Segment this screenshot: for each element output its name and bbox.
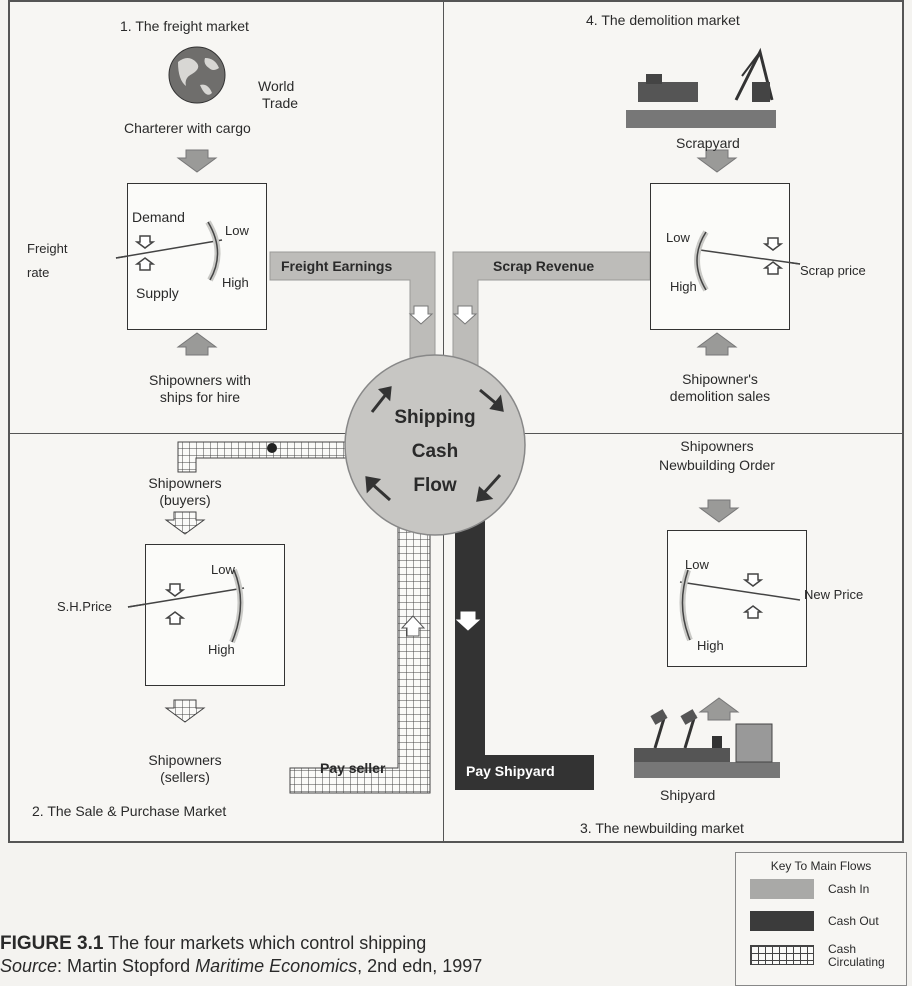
circulating-arrows-icon xyxy=(365,386,504,502)
figure-number: FIGURE 3.1 xyxy=(0,933,104,954)
demolition-top-arrow-icon xyxy=(696,149,738,173)
demolition-market-panel xyxy=(650,183,790,330)
pay-seller-label: Pay seller xyxy=(320,760,386,776)
new-price-label: New Price xyxy=(804,587,864,602)
scrapyard-label: Scrapyard xyxy=(676,135,740,151)
newbuilding-market-title: 3. The newbuilding market xyxy=(580,820,744,836)
world-trade-label-line2: Trade xyxy=(262,95,299,111)
key-label-cash-in: Cash In xyxy=(828,882,870,896)
flow-key: Key To Main Flows Cash In Cash Out Cash … xyxy=(735,852,907,986)
buyers-label-line2: (buyers) xyxy=(159,492,211,508)
freight-bottom-arrow-icon xyxy=(176,332,218,356)
center-label-shipping: Shipping xyxy=(394,407,476,428)
demolition-bottom-arrow-icon xyxy=(696,332,738,356)
caption-line1: FIGURE 3.1 The four markets which contro… xyxy=(0,930,482,957)
shipowners-hire-line1: Shipowners with xyxy=(149,372,251,388)
world-globe-icon xyxy=(168,46,226,104)
scrap-revenue-label: Scrap Revenue xyxy=(493,258,595,274)
center-label-flow: Flow xyxy=(413,475,457,496)
center-label-cash: Cash xyxy=(411,441,459,462)
sellers-label-line1: Shipowners xyxy=(148,752,222,768)
buyers-label-line1: Shipowners xyxy=(148,475,222,491)
scrapyard-icon xyxy=(626,47,776,128)
world-trade-label-line1: World xyxy=(258,78,295,94)
scrap-price-label: Scrap price xyxy=(800,263,866,278)
key-swatch-cash-out xyxy=(750,911,814,931)
freight-market-title: 1. The freight market xyxy=(120,18,249,34)
key-title: Key To Main Flows xyxy=(770,859,872,873)
newbuilding-market-panel xyxy=(667,530,807,667)
demolition-high-label: High xyxy=(670,279,697,294)
newbuilding-low-label: Low xyxy=(685,557,709,572)
pay-seller-up-arrow-icon xyxy=(400,615,426,637)
figure-caption: FIGURE 3.1 The four markets which contro… xyxy=(0,930,482,979)
shipyard-label: Shipyard xyxy=(660,787,716,803)
freight-low-label: Low xyxy=(225,223,249,238)
freight-market-panel xyxy=(127,183,267,330)
supply-label: Supply xyxy=(136,285,179,301)
shipowners-hire-line2: ships for hire xyxy=(159,389,241,405)
newbuilding-order-line2: Newbuilding Order xyxy=(659,457,775,473)
newbuilding-bottom-arrow-icon xyxy=(698,697,740,721)
newbuilding-high-label: High xyxy=(697,638,724,653)
demolition-sales-line1: Shipowner's xyxy=(682,371,758,387)
demolition-market-title: 4. The demolition market xyxy=(586,12,740,28)
newbuilding-top-arrow-icon xyxy=(698,499,740,523)
newbuilding-order-line1: Shipowners xyxy=(680,438,754,454)
freight-earnings-label: Freight Earnings xyxy=(281,258,393,274)
sale-top-arrow-icon xyxy=(164,511,206,535)
shipyard-icon xyxy=(634,709,780,778)
key-label-cash-out: Cash Out xyxy=(828,914,879,928)
sale-market-title: 2. The Sale & Purchase Market xyxy=(32,803,227,819)
sellers-label-line2: (sellers) xyxy=(160,769,210,785)
pay-shipyard-down-arrow-icon xyxy=(455,611,481,631)
freight-rate-label-line1: Freight xyxy=(27,241,68,256)
demolition-sales-line2: demolition sales xyxy=(669,388,771,404)
freight-high-label: High xyxy=(222,275,249,290)
sale-high-label: High xyxy=(208,642,235,657)
demolition-low-label: Low xyxy=(666,230,690,245)
sale-low-label: Low xyxy=(211,562,235,577)
cash-out-band xyxy=(455,505,594,790)
demand-label: Demand xyxy=(132,209,185,225)
charterer-label: Charterer with cargo xyxy=(124,120,251,136)
key-label-cash-circulating: Cash Circulating xyxy=(828,942,885,969)
caption-source: Source: Martin Stopford Maritime Economi… xyxy=(0,956,483,976)
freight-top-arrow-icon xyxy=(176,149,218,173)
pay-shipyard-label: Pay Shipyard xyxy=(466,763,555,779)
sh-price-label: S.H.Price xyxy=(57,599,112,614)
freight-down-arrow-icon xyxy=(408,305,434,325)
sale-bottom-arrow-icon xyxy=(164,699,206,723)
scrap-down-arrow-icon xyxy=(452,305,478,325)
key-swatch-cash-circulating xyxy=(750,945,814,965)
sale-market-panel xyxy=(145,544,285,686)
figure-title: The four markets which control shipping xyxy=(108,933,427,953)
key-swatch-cash-in xyxy=(750,879,814,899)
freight-rate-label-line2: rate xyxy=(27,265,50,280)
